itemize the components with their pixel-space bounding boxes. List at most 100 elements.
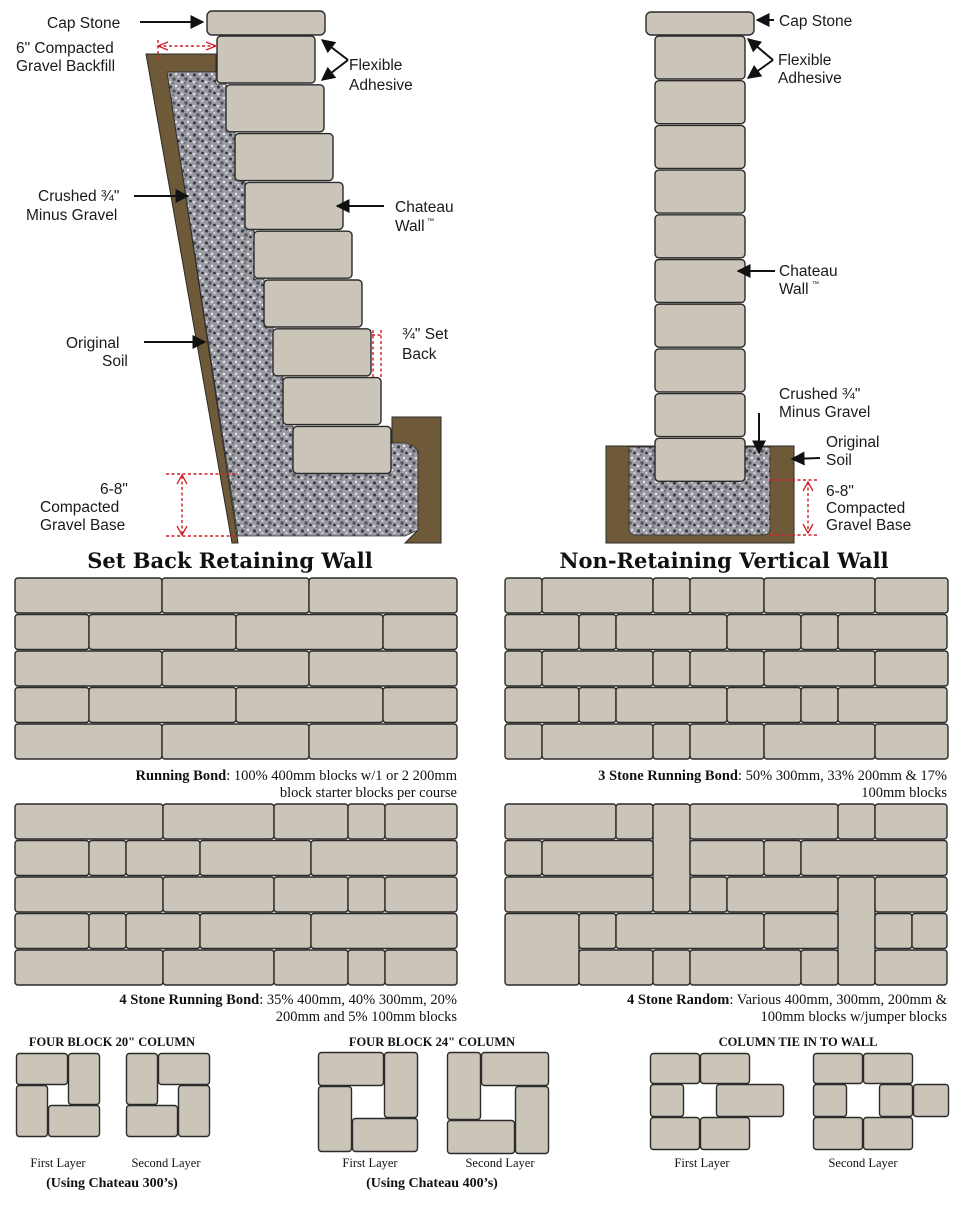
column-block [649, 1083, 685, 1118]
paver-block [88, 912, 127, 950]
running-bond-name: Running Bond [136, 768, 227, 784]
cap-stone [206, 10, 326, 36]
cap-stone [645, 11, 755, 36]
paver-block [199, 839, 312, 877]
paver-block [235, 613, 384, 651]
vertical-wall-blocks [645, 11, 755, 482]
paver-block [615, 803, 654, 840]
paver-block [763, 723, 876, 760]
original-soil-label-1: Original [66, 335, 119, 352]
column-block [514, 1085, 550, 1155]
paver-block [874, 803, 948, 840]
column-layouts [15, 1051, 950, 1155]
column-block [157, 1052, 211, 1086]
column-20-first-layer: First Layer [30, 1156, 86, 1170]
paver-block [578, 912, 617, 950]
backfill-label-2: Gravel Backfill [16, 58, 115, 75]
gravel-base-label-2: Compacted [40, 499, 119, 516]
column-labels: FOUR BLOCK 20" COLUMN First Layer Second… [29, 1035, 899, 1191]
column-block [812, 1116, 864, 1151]
four-stone-random-desc-2: 100mm blocks w/jumper blocks [761, 1009, 948, 1025]
column-block [878, 1083, 914, 1118]
column-20-second-layer: Second Layer [131, 1156, 201, 1170]
bond-patterns [14, 577, 949, 986]
flexible-adhesive-label-vertical-2: Adhesive [778, 70, 842, 87]
retaining-wall-title: Set Back Retaining Wall [87, 548, 372, 573]
paver-block [689, 723, 765, 760]
trademark-mark-vertical: ™ [812, 281, 819, 288]
paver-block [763, 912, 839, 950]
column-block [812, 1083, 848, 1118]
column-block [699, 1116, 751, 1151]
running-bond-caption-1: Running Bond: 100% 400mm blocks w/1 or 2… [136, 768, 458, 784]
running-bond-desc-2: block starter blocks per course [280, 785, 457, 801]
paver-block [615, 686, 728, 724]
original-soil-label-vertical-1: Original [826, 434, 879, 451]
gravel-base-label-3: Gravel Base [40, 517, 125, 534]
paver-block [161, 577, 310, 614]
paver-block [14, 803, 164, 840]
paver-block [504, 912, 580, 986]
paver-block [504, 876, 654, 913]
paver-block [125, 912, 201, 950]
paver-block [800, 686, 839, 724]
wall-block [225, 84, 325, 133]
paver-block [874, 912, 913, 950]
column-tie-second-layer: Second Layer [828, 1156, 898, 1170]
setback-label-2: Back [402, 346, 437, 363]
column-block [480, 1051, 550, 1087]
pattern-captions: Running Bond: 100% 400mm blocks w/1 or 2… [119, 768, 947, 1025]
paver-block [347, 949, 386, 986]
paver-block [504, 723, 543, 760]
flexible-adhesive-label-2: Adhesive [349, 77, 413, 94]
paver-block [874, 650, 949, 687]
wall-block [292, 425, 392, 475]
column-block [125, 1104, 179, 1138]
column-tie-first-layer: First Layer [674, 1156, 730, 1170]
four-stone-desc-2: 200mm and 5% 100mm blocks [276, 1009, 458, 1025]
paver-block [14, 577, 163, 614]
wall-block [263, 279, 363, 328]
paver-block [310, 839, 458, 877]
paver-block [911, 912, 948, 950]
paver-block [615, 912, 765, 950]
column-block [317, 1085, 353, 1153]
paver-block [726, 876, 839, 913]
chateau-wall-label-2: Wall [395, 218, 425, 235]
wall-block [654, 124, 746, 170]
cap-stone-label: Cap Stone [47, 15, 120, 32]
original-soil-label-vertical-2: Soil [826, 452, 852, 469]
paver-block [273, 876, 349, 913]
paver-block [161, 723, 310, 760]
paver-block [541, 723, 654, 760]
paver-block [689, 650, 765, 687]
column-block [15, 1052, 69, 1086]
column-24-title: FOUR BLOCK 24" COLUMN [349, 1035, 515, 1049]
column-block [125, 1052, 159, 1106]
chateau-wall-label-1: Chateau [395, 199, 454, 216]
flexible-adhesive-label-vertical-1: Flexible [778, 52, 831, 69]
paver-block [541, 577, 654, 614]
wall-block [244, 181, 344, 231]
column-block [912, 1083, 950, 1118]
column-block [383, 1051, 419, 1119]
paver-block [14, 723, 163, 760]
wall-block [654, 79, 746, 125]
paver-block [235, 686, 384, 724]
paver-block [689, 839, 765, 877]
paver-block [726, 686, 802, 724]
paver-block [273, 803, 349, 840]
paver-block [504, 686, 580, 724]
original-soil-label-2: Soil [102, 353, 128, 370]
wall-block [216, 35, 316, 84]
paver-block [382, 686, 458, 724]
paver-block [273, 949, 349, 986]
paver-block [14, 613, 90, 651]
column-block [699, 1052, 751, 1085]
wall-block [654, 35, 746, 80]
crushed-gravel-label-vertical-2: Minus Gravel [779, 404, 870, 421]
paver-block [504, 650, 543, 687]
cap-stone-label-vertical: Cap Stone [779, 13, 852, 30]
paver-block [800, 839, 948, 877]
